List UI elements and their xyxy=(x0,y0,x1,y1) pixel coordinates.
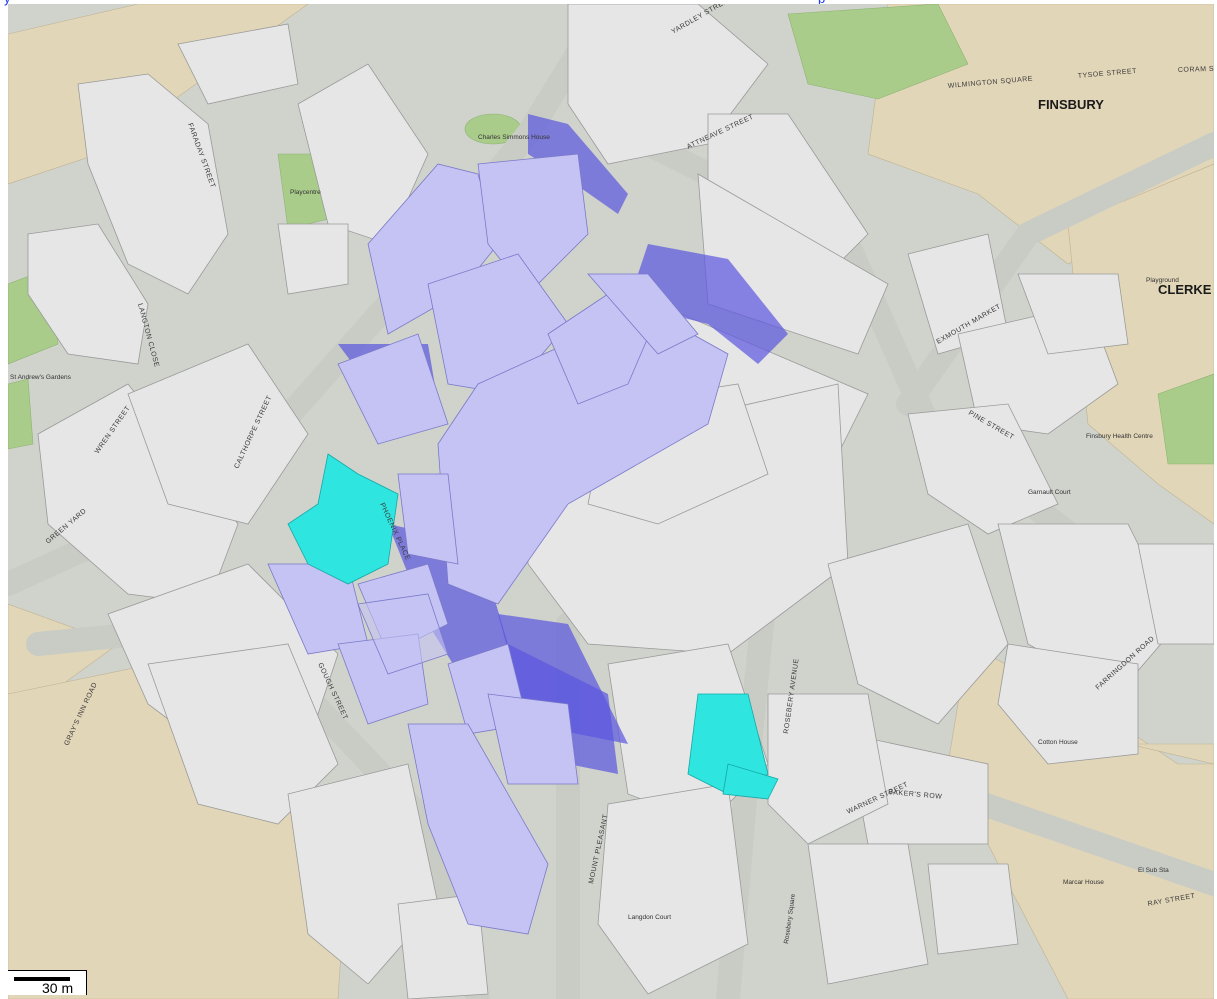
place-label-langdon-court: Langdon Court xyxy=(628,914,671,921)
top-text-right: p xyxy=(818,0,825,6)
top-text-left: y xyxy=(4,0,11,6)
place-label-el-sub-sta: El Sub Sta xyxy=(1138,867,1169,874)
place-label-st-andrews-gardens: St Andrew's Gardens xyxy=(10,374,72,381)
scale-bar: 30 m xyxy=(8,970,87,996)
street-label-coram-street: CORAM STREET xyxy=(1178,65,1214,74)
place-label-marcar-house: Marcar House xyxy=(1063,879,1104,886)
area-label-clerke: CLERKE xyxy=(1158,282,1212,297)
map-canvas[interactable]: FINSBURY CLERKE GRAY'S INN ROAD ROSEBERY… xyxy=(8,4,1214,999)
place-label-garnault-court: Garnault Court xyxy=(1028,489,1071,496)
street-label-bakers-row: BAKER'S ROW xyxy=(888,789,943,801)
scale-bar-line xyxy=(14,977,70,981)
place-label-playground: Playground xyxy=(1146,277,1179,284)
place-label-cotton-house: Cotton House xyxy=(1038,739,1078,746)
highlighted-sites xyxy=(287,453,779,800)
place-label-finsbury-health-centre: Finsbury Health Centre xyxy=(1086,433,1153,440)
place-label-playcentre: Playcentre xyxy=(290,189,321,196)
area-label-finsbury: FINSBURY xyxy=(1038,97,1104,112)
scale-bar-label: 30 m xyxy=(42,980,74,996)
context-buildings xyxy=(27,4,1214,999)
proposed-development xyxy=(267,153,729,935)
place-label-charles-simmons-house: Charles Simmons House xyxy=(478,134,550,141)
